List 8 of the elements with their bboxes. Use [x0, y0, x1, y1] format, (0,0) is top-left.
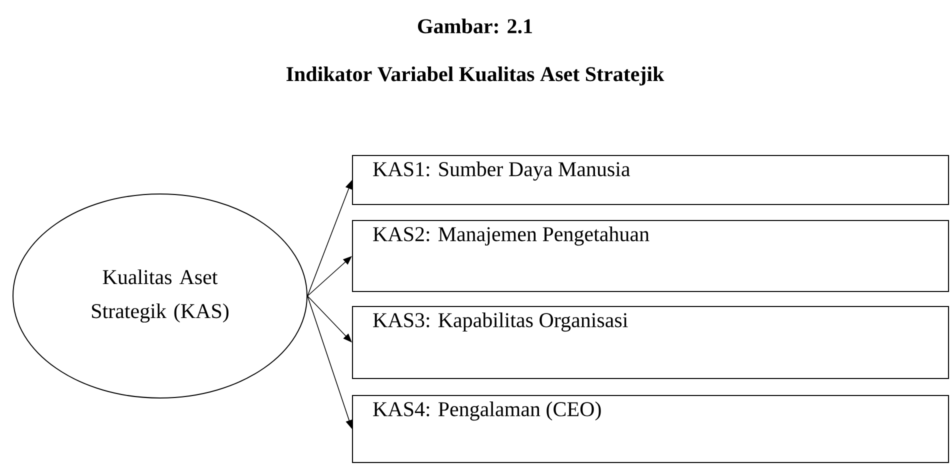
indicator-box: KAS4: Pengalaman (CEO) [352, 395, 949, 463]
indicator-box: KAS1: Sumber Daya Manusia [352, 155, 949, 205]
title: Indikator Variabel Kualitas Aset Stratejik [286, 66, 664, 86]
arrow [307, 256, 352, 296]
figure-number: Gambar: 2.1 [418, 18, 532, 34]
indicator-box: KAS3: Kapabilitas Organisasi [352, 306, 949, 379]
indicator-box: KAS2: Manajemen Pengetahuan [352, 220, 949, 292]
arrow [307, 296, 352, 342]
